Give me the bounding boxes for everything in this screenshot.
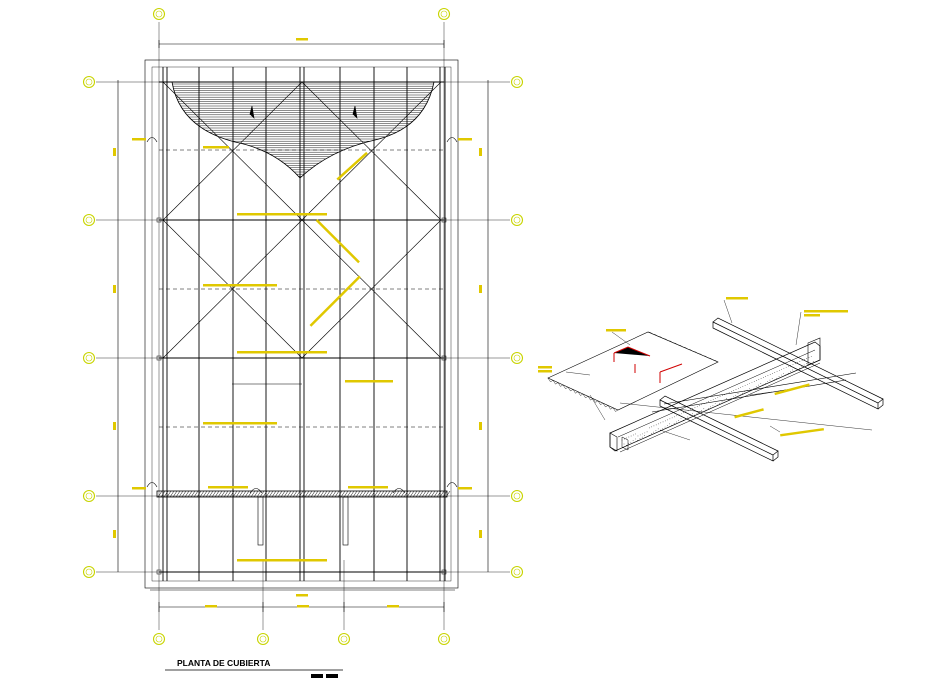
axis-bubble-icon xyxy=(82,7,524,646)
drawing-title: PLANTA DE CUBIERTA xyxy=(177,658,270,668)
annotations xyxy=(113,38,482,608)
detail-marker xyxy=(613,346,683,383)
isometric-roof-detail xyxy=(547,299,884,462)
roof-plan xyxy=(96,22,510,630)
